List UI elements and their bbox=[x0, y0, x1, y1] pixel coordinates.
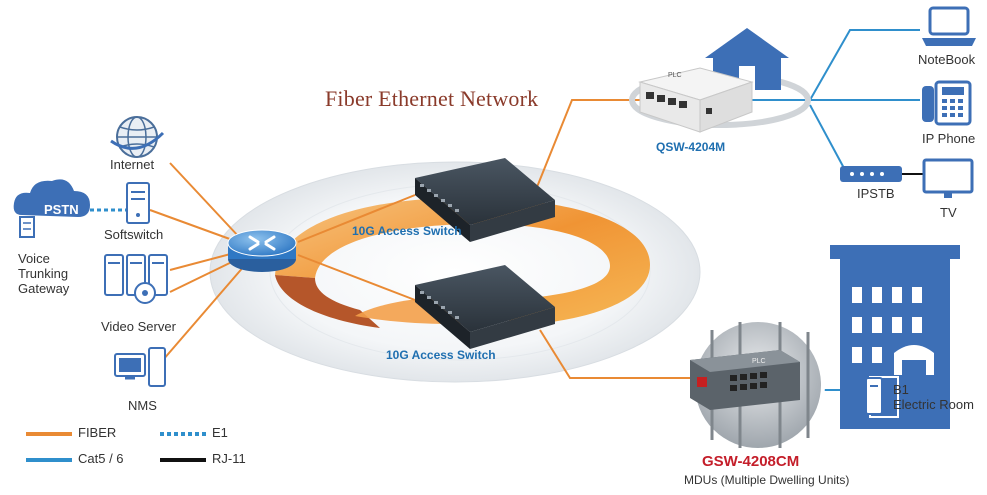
switch-bottom-label: 10G Access Switch bbox=[386, 348, 496, 362]
legend-e1-swatch bbox=[160, 432, 206, 436]
diagram-title: Fiber Ethernet Network bbox=[325, 86, 539, 111]
ip-phone-icon bbox=[922, 80, 972, 126]
fiber-link-qsw bbox=[534, 99, 640, 193]
switch-top-device bbox=[415, 158, 555, 242]
fiber-link-video-2 bbox=[169, 257, 241, 293]
electric-room-icon bbox=[865, 377, 883, 415]
fiber-link-internet bbox=[169, 162, 241, 239]
qsw-4204m-device bbox=[638, 67, 754, 133]
fiber-link-gsw bbox=[539, 329, 690, 379]
qsw-label: QSW-4204M bbox=[656, 140, 726, 154]
legend-fiber-label: FIBER bbox=[78, 425, 117, 440]
fiber-link-softswitch bbox=[149, 209, 239, 243]
gsw-brand-mark: PLC bbox=[752, 358, 766, 365]
fiber-links bbox=[149, 99, 690, 379]
fiber-link-router-switch-bottom bbox=[297, 254, 416, 301]
tv-icon bbox=[922, 158, 974, 198]
pstn-cloud-icon bbox=[13, 179, 91, 238]
nms-computer-icon bbox=[114, 347, 166, 387]
legend-rj11-label: RJ-11 bbox=[212, 451, 246, 466]
notebook-icon bbox=[922, 6, 976, 46]
legend-e1-label: E1 bbox=[212, 425, 228, 440]
voice-gateway-line-3: Gateway bbox=[18, 281, 70, 296]
nms-label: NMS bbox=[128, 398, 157, 413]
building-icon bbox=[830, 245, 960, 429]
ipstb-label: IPSTB bbox=[857, 186, 895, 201]
switch-bottom-device bbox=[415, 265, 555, 349]
video-server-icon bbox=[104, 254, 168, 304]
softswitch-label: Softswitch bbox=[104, 227, 164, 242]
globe-icon bbox=[110, 116, 165, 158]
legend-rj11-swatch bbox=[160, 458, 206, 462]
fiber-link-router-switch-top bbox=[297, 194, 416, 243]
mdu-label: MDUs (Multiple Dwelling Units) bbox=[684, 473, 850, 487]
cat5-link-ipstb bbox=[809, 104, 846, 171]
legend-fiber-swatch bbox=[26, 432, 72, 436]
qsw-brand-mark: PLC bbox=[668, 72, 682, 79]
softswitch-server-icon bbox=[126, 182, 150, 224]
voice-gateway-label: Voice Trunking Gateway bbox=[18, 251, 69, 296]
pstn-label: PSTN bbox=[44, 202, 79, 217]
fiber-link-video bbox=[169, 251, 239, 271]
ipstb-icon bbox=[840, 166, 902, 182]
voice-gateway-line-2: Trunking bbox=[18, 266, 69, 281]
b1-label: B1 bbox=[893, 382, 909, 397]
video-server-label: Video Server bbox=[101, 319, 176, 334]
cat5-link-notebook bbox=[750, 29, 920, 101]
tv-label: TV bbox=[940, 205, 957, 220]
switch-top-label: 10G Access Switch bbox=[352, 224, 462, 238]
gsw-4208cm-photo bbox=[690, 318, 825, 452]
legend-cat5-label: Cat5 / 6 bbox=[78, 451, 124, 466]
internet-label: Internet bbox=[110, 157, 155, 172]
router-icon bbox=[227, 229, 297, 272]
voice-gateway-line-1: Voice bbox=[18, 251, 50, 266]
gsw-label: GSW-4208CM bbox=[702, 453, 800, 470]
ip-phone-label: IP Phone bbox=[922, 131, 976, 146]
notebook-label: NoteBook bbox=[918, 52, 976, 67]
electric-room-label: Electric Room bbox=[893, 397, 974, 412]
legend-cat5-swatch bbox=[26, 458, 72, 462]
